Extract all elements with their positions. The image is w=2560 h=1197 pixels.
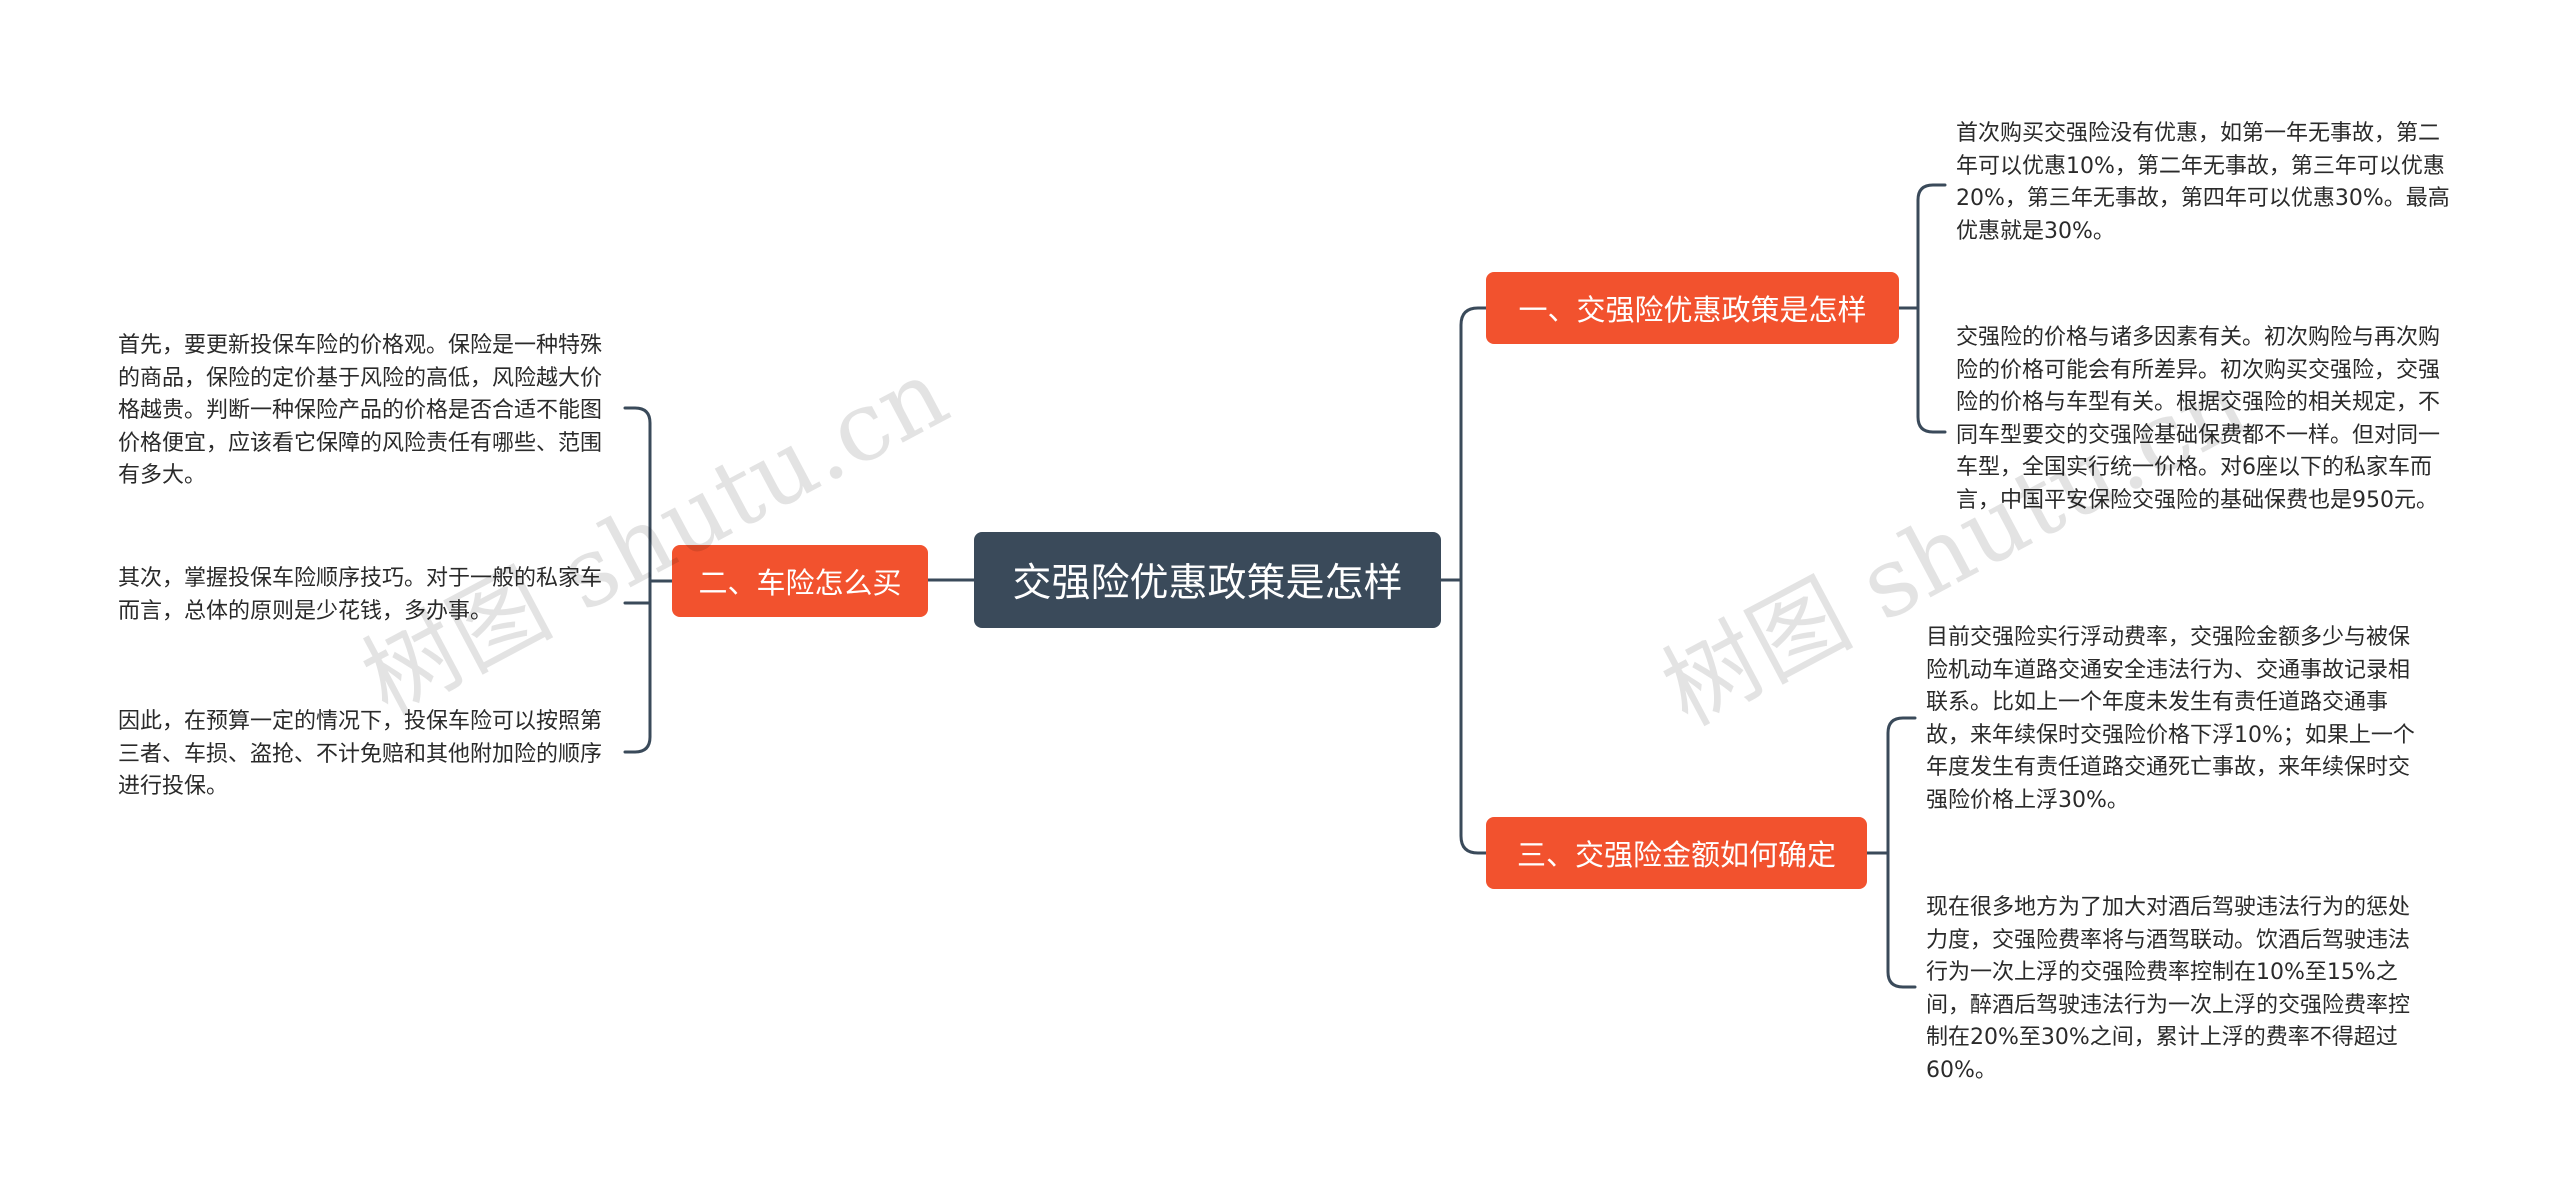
leaf-topic-b2-1[interactable]: 首先，要更新投保车险的价格观。保险是一种特殊的商品，保险的定价基于风险的高低，风… — [118, 333, 603, 488]
connector-b3-leaf2 — [1886, 851, 1917, 989]
connector-b2-leaf2 — [623, 579, 652, 605]
leaf-topic-b2-3[interactable]: 因此，在预算一定的情况下，投保车险可以按照第三者、车损、盗抢、不计免赔和其他附加… — [118, 709, 603, 799]
connector-b1-leaf1 — [1916, 183, 1947, 310]
root-topic[interactable]: 交强险优惠政策是怎样 — [974, 532, 1441, 628]
branch-topic-3[interactable]: 三、交强险金额如何确定 — [1486, 817, 1867, 889]
leaf-topic-b2-2[interactable]: 其次，掌握投保车险顺序技巧。对于一般的私家车而言，总体的原则是少花钱，多办事。 — [118, 566, 603, 624]
connector-to-branch-1 — [1459, 306, 1488, 582]
branch-topic-1[interactable]: 一、交强险优惠政策是怎样 — [1486, 272, 1899, 344]
connector-to-branch-3 — [1459, 578, 1488, 855]
leaf-topic-b1-1[interactable]: 首次购买交强险没有优惠，如第一年无事故，第二年可以优惠10%，第二年无事故，第三… — [1956, 121, 2450, 244]
connector-b2-leaf3 — [623, 579, 652, 754]
leaf-topic-b1-2[interactable]: 交强险的价格与诸多因素有关。初次购险与再次购险的价格可能会有所差异。初次购买交强… — [1956, 325, 2441, 513]
leaf-topic-b3-2[interactable]: 现在很多地方为了加大对酒后驾驶违法行为的惩处力度，交强险费率将与酒驾联动。饮酒后… — [1926, 895, 2411, 1083]
leaf-topic-b3-1[interactable]: 目前交强险实行浮动费率，交强险金额多少与被保险机动车道路交通安全违法行为、交通事… — [1926, 625, 2415, 813]
branch-topic-2[interactable]: 二、车险怎么买 — [672, 545, 928, 617]
connector-b1-leaf2 — [1916, 306, 1947, 434]
connector-b2-leaf1 — [623, 406, 652, 583]
connector-b3-leaf1 — [1886, 716, 1917, 855]
